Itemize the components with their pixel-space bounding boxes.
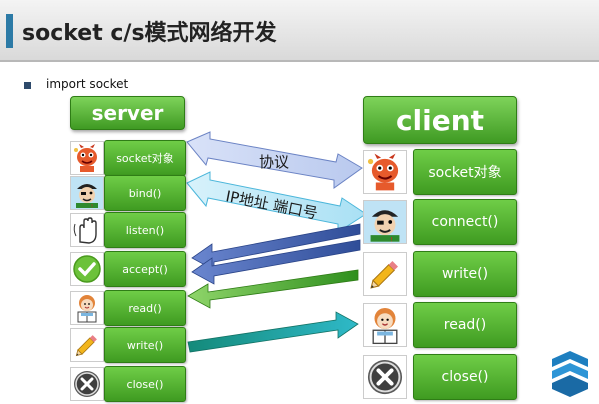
bullet-text: import socket xyxy=(46,77,129,91)
pencil-icon xyxy=(70,328,104,362)
server-step-write[interactable]: write() xyxy=(104,327,186,363)
pirate-icon xyxy=(70,176,104,210)
write-to-read-arrow xyxy=(187,269,359,309)
close-icon xyxy=(70,367,104,401)
server-header: server xyxy=(70,96,185,130)
server-step-listen[interactable]: listen() xyxy=(104,212,186,248)
reading-girl-icon xyxy=(70,291,104,325)
client-step-socket[interactable]: socket对象 xyxy=(413,149,517,195)
client-step-read[interactable]: read() xyxy=(413,302,517,348)
write-to-read-reply-arrow xyxy=(187,311,359,353)
title-accent-bar xyxy=(6,14,13,48)
protocol-label: 协议 xyxy=(259,153,290,171)
server-step-close[interactable]: close() xyxy=(104,366,186,402)
connect-arrow-2 xyxy=(191,239,361,285)
reading-girl-icon xyxy=(363,303,407,347)
hand-icon xyxy=(70,213,104,247)
server-step-accept[interactable]: accept() xyxy=(104,251,186,287)
pirate-icon xyxy=(363,200,407,244)
checkmark-icon xyxy=(70,252,104,286)
close-icon xyxy=(363,355,407,399)
client-step-close[interactable]: close() xyxy=(413,354,517,400)
client-header: client xyxy=(363,96,517,144)
bullet-marker xyxy=(24,82,31,89)
protocol-arrow xyxy=(186,131,363,189)
pencil-icon xyxy=(363,252,407,296)
title-bar: socket c/s模式网络开发 xyxy=(0,0,599,62)
page-title: socket c/s模式网络开发 xyxy=(22,21,277,46)
brand-logo-icon xyxy=(552,351,588,397)
client-step-write[interactable]: write() xyxy=(413,251,517,297)
server-step-bind[interactable]: bind() xyxy=(104,175,186,211)
server-step-read[interactable]: read() xyxy=(104,290,186,326)
server-step-socket[interactable]: socket对象 xyxy=(104,140,186,176)
devil-icon xyxy=(70,141,104,175)
devil-icon xyxy=(363,150,407,194)
client-step-connect[interactable]: connect() xyxy=(413,199,517,245)
